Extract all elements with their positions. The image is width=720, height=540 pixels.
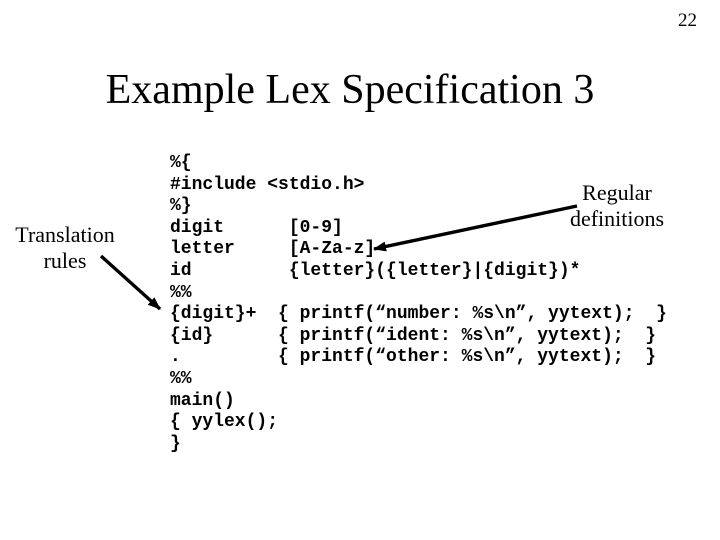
slide-title: Example Lex Specification 3 xyxy=(105,67,595,113)
page-number: 22 xyxy=(678,10,697,31)
translation-rules-label-line2: rules xyxy=(43,248,87,273)
translation-rules-label: Translation rules xyxy=(5,222,125,274)
translation-rules-arrow xyxy=(99,254,162,311)
translation-rules-label-line1: Translation xyxy=(15,222,115,247)
regular-definitions-label-line2: definitions xyxy=(569,206,665,231)
regular-definitions-label-line1: Regular xyxy=(582,180,652,205)
regular-definitions-label: Regular definitions xyxy=(552,180,682,232)
lex-code-block: %{ #include <stdio.h> %} digit [0-9] let… xyxy=(170,153,667,454)
regular-definitions-arrow xyxy=(373,204,578,252)
